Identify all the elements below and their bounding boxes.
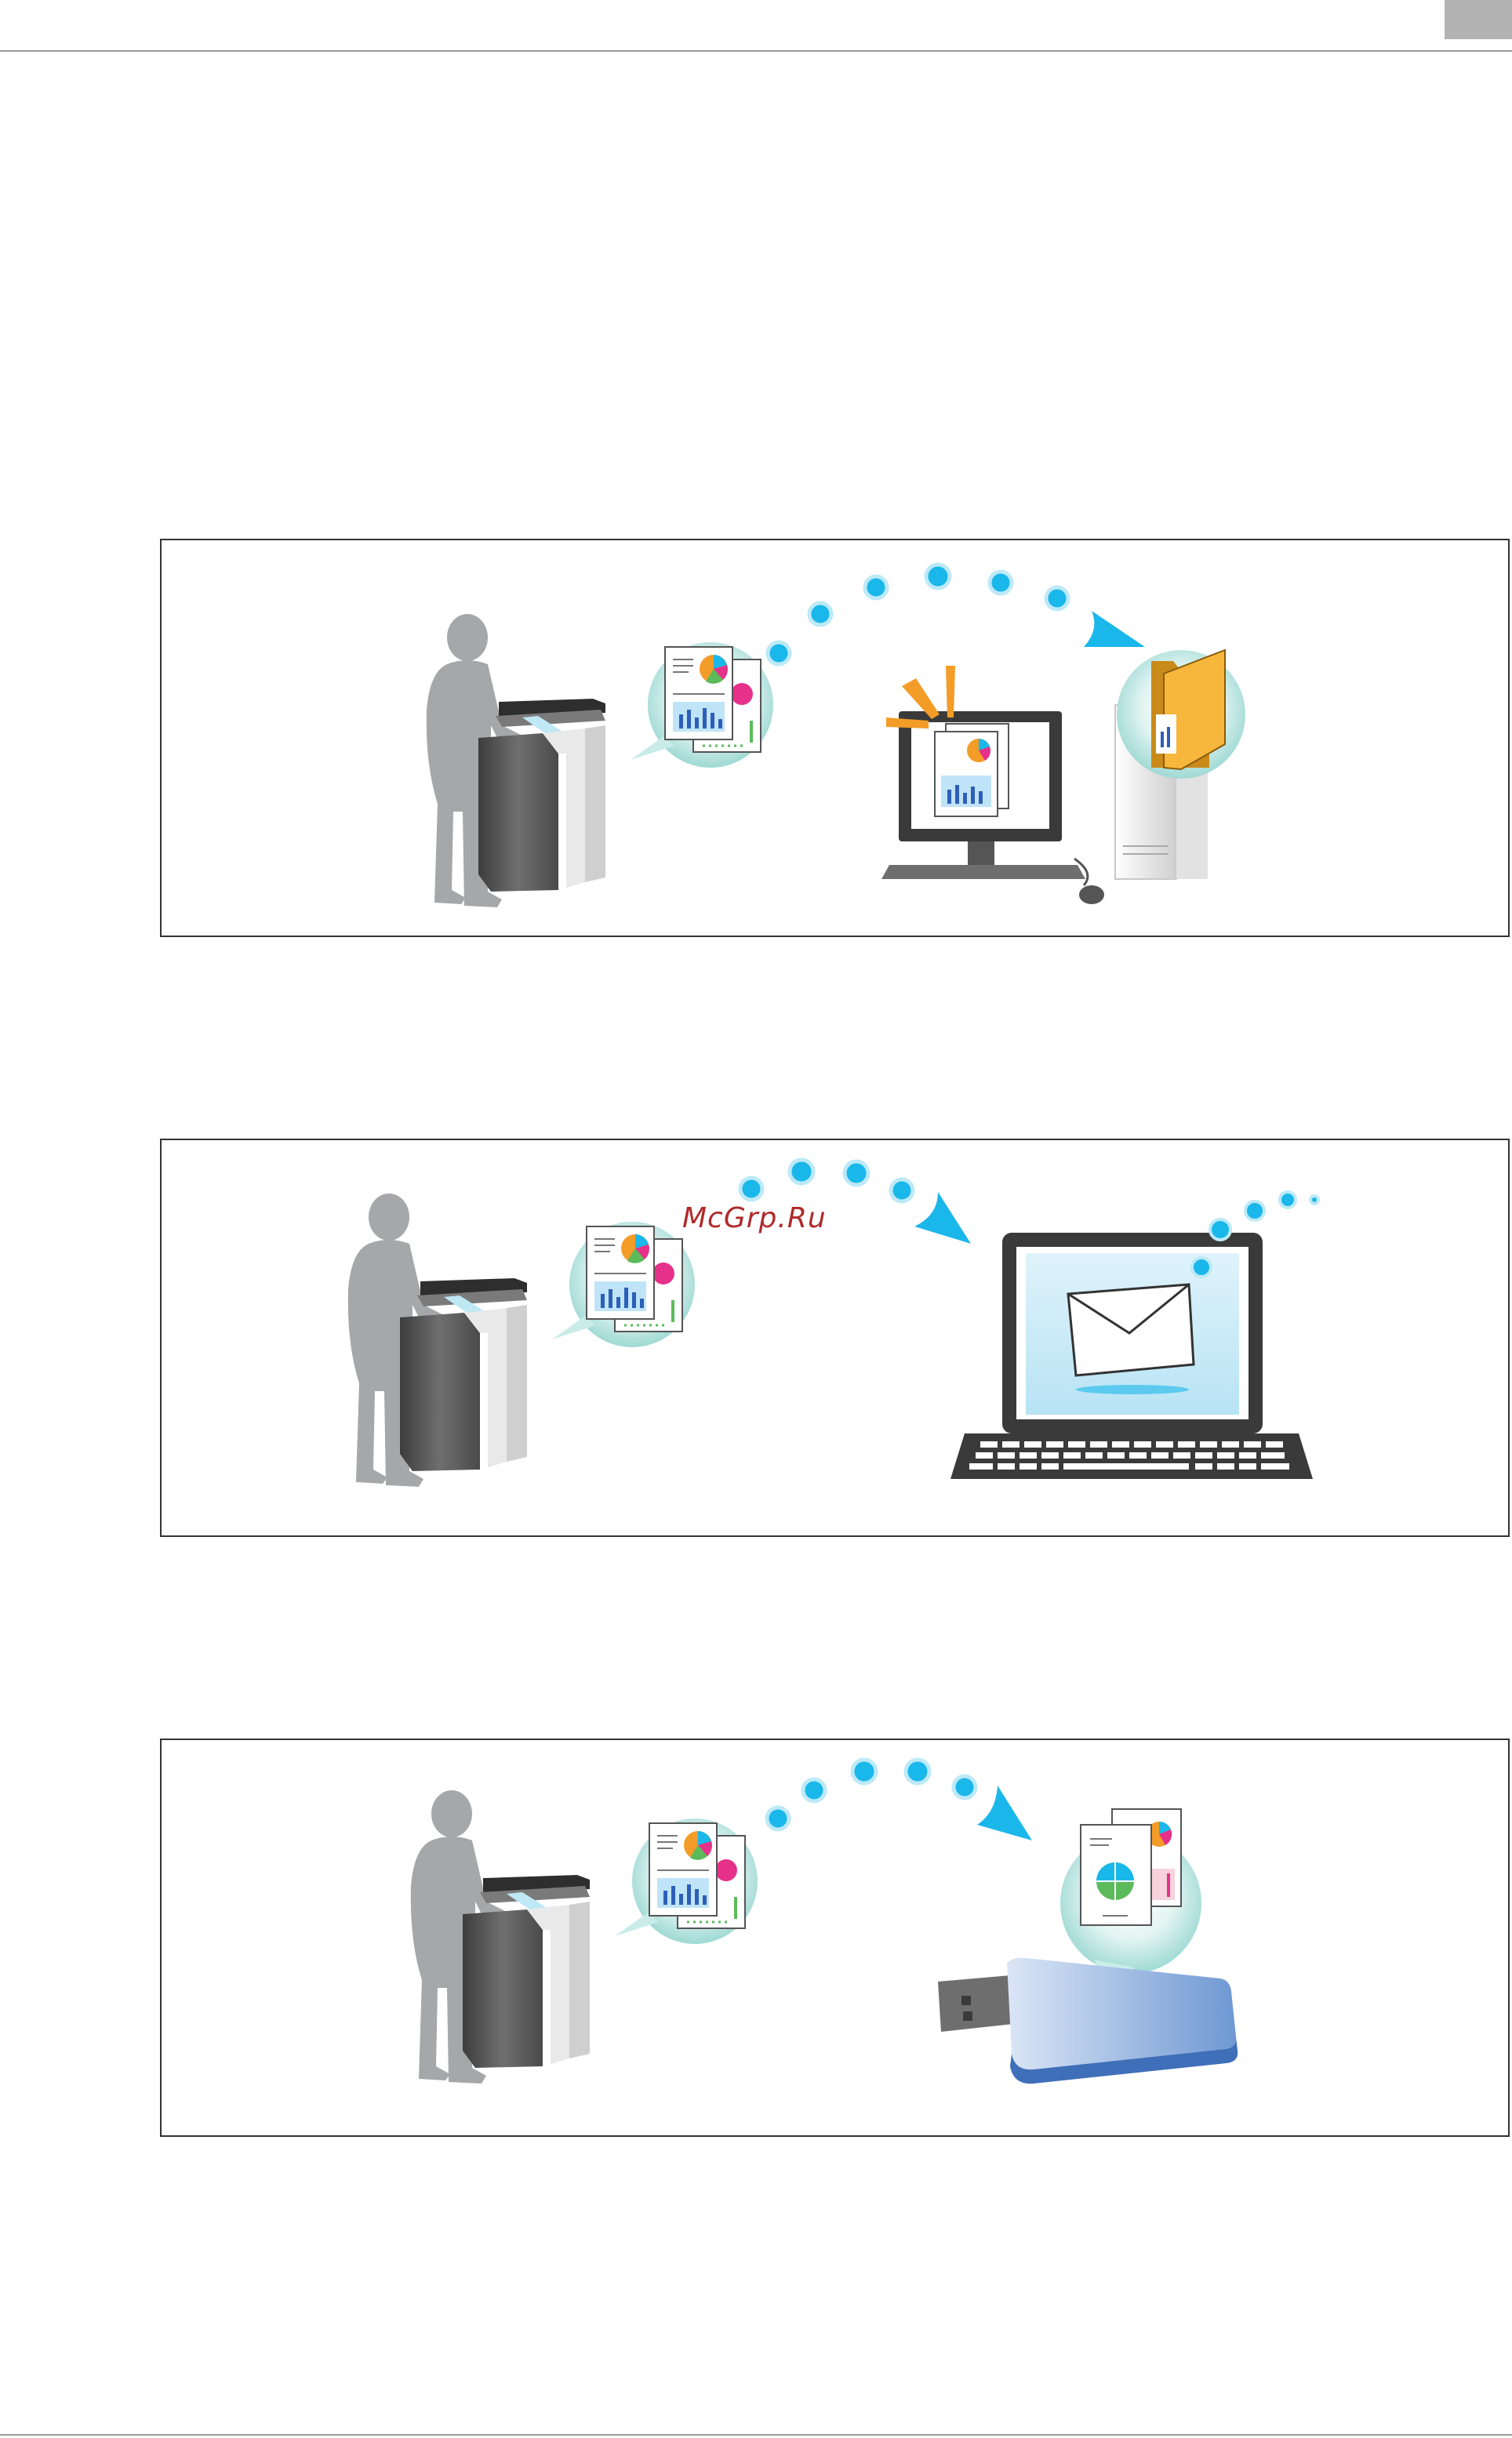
folder-icon: [1117, 650, 1245, 779]
illustration-panel-scan-to-email: McGrp.Ru: [160, 1139, 1510, 1537]
transfer-dots: [767, 1760, 976, 1829]
computer-monitor-icon: [881, 711, 1104, 904]
arrow-head-icon: [977, 1786, 1032, 1840]
header-rule: [0, 50, 1512, 52]
transfer-dots: [768, 565, 1068, 664]
illustration-panel-scan-to-usb: [160, 1739, 1510, 2137]
footer-rule: [0, 2434, 1512, 2436]
watermark-text: McGrp.Ru: [682, 1202, 827, 1234]
transfer-dots: [740, 1160, 913, 1201]
usb-drive-icon: [938, 1958, 1238, 2084]
arrow-head-icon: [914, 1192, 971, 1244]
illustration-panel-scan-to-pc: [160, 539, 1510, 937]
header-tab: [1445, 0, 1512, 39]
arrow-head-icon: [1084, 611, 1145, 647]
